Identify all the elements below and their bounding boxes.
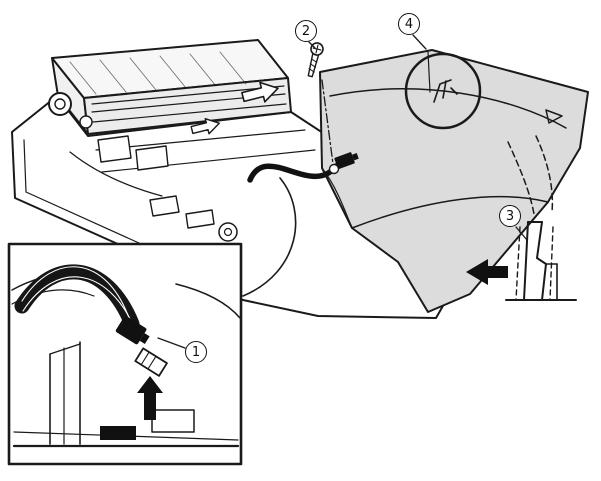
cover-panel — [319, 49, 589, 313]
slide-direction-arrow-icon-small — [190, 117, 220, 135]
flat-cable — [247, 152, 359, 183]
gear — [79, 115, 93, 129]
hidden-hook-line — [535, 135, 554, 213]
callout-1: 1 — [185, 341, 207, 363]
plug-direction-arrow-icon — [137, 376, 163, 420]
hook-highlight-circle — [404, 52, 482, 130]
hidden-hook-line — [507, 141, 535, 215]
callout-2-leader — [308, 41, 316, 49]
mechanism-hatch — [69, 51, 247, 95]
callout-4: 4 — [398, 13, 420, 35]
hook-detail — [466, 221, 577, 301]
cable-connector — [334, 152, 359, 170]
callout-3-leader — [515, 226, 528, 241]
line-art-root — [7, 34, 589, 466]
inset-leader-line — [242, 177, 297, 297]
release-direction-arrow-icon — [466, 259, 508, 285]
callout-leaders — [157, 34, 528, 349]
print-mechanism — [48, 39, 292, 171]
screw-center-line — [321, 79, 334, 165]
slide-direction-arrow-icon — [241, 81, 279, 103]
inset-cable-connector — [115, 315, 150, 345]
inset-socket — [134, 347, 168, 377]
screw — [307, 42, 340, 175]
callout-4-leader — [412, 34, 427, 50]
triangle-mark-icon — [545, 109, 563, 124]
platen-knob — [48, 92, 72, 116]
callout-1-leader — [157, 337, 186, 349]
callout-3: 3 — [499, 205, 521, 227]
screw-hole — [328, 163, 340, 175]
inset-frame-lines — [12, 341, 240, 448]
callout-2: 2 — [295, 20, 317, 42]
inset-flat-cable — [14, 264, 140, 332]
